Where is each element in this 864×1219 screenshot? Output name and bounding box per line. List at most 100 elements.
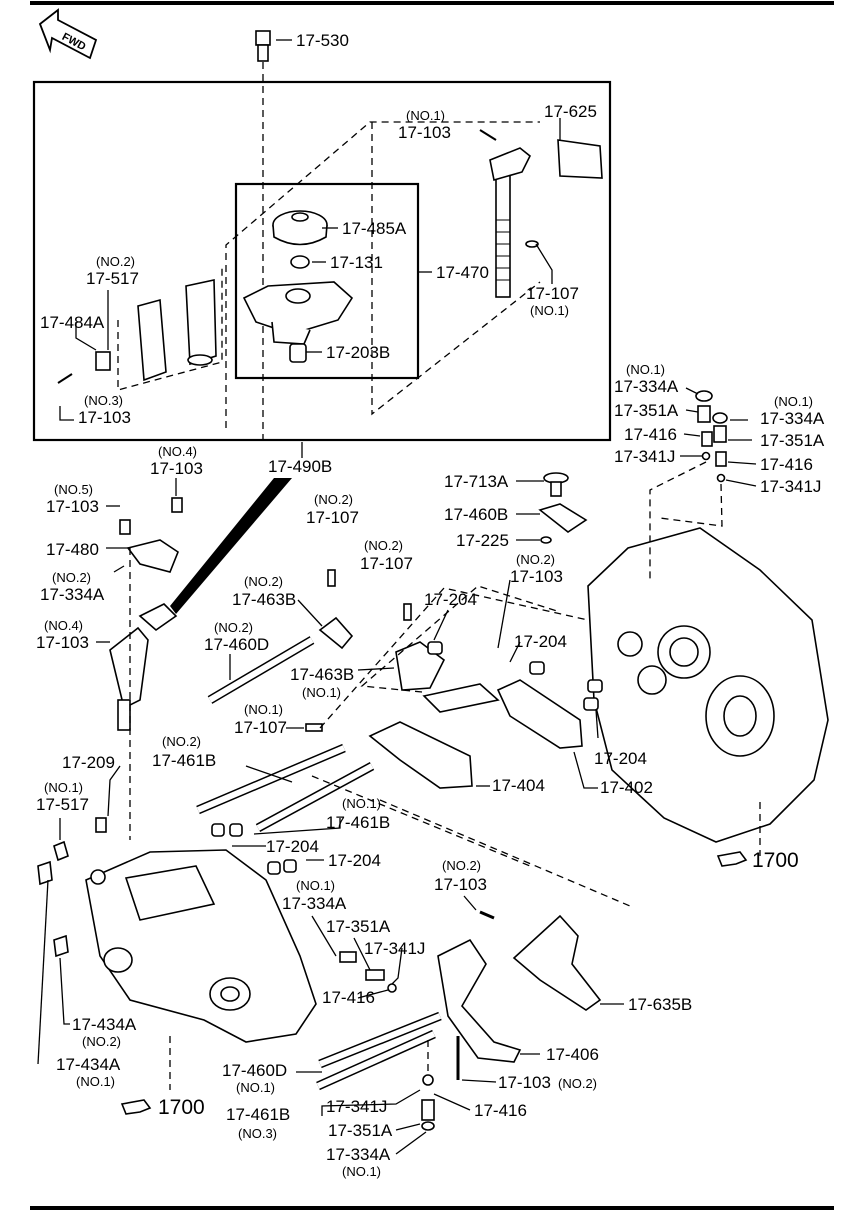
label-17-334a-r2-no: (NO.1)	[774, 394, 813, 409]
label-17-713a: 17-713A	[444, 472, 509, 491]
shift-fork-17-635b	[316, 910, 602, 1131]
label-17-334a-r1-no: (NO.1)	[626, 362, 665, 377]
ring-17-131	[290, 255, 310, 269]
pointing-hand-icon	[716, 851, 748, 867]
label-17-204-e: 17-204	[328, 851, 381, 870]
pointer-wedge-17-490b	[170, 478, 292, 614]
label-17-463b-no1-no: (NO.1)	[302, 685, 341, 700]
label-17-204-a: 17-204	[424, 590, 477, 609]
fork-17-404	[368, 721, 473, 789]
label-17-635b: 17-635B	[628, 995, 692, 1014]
label-17-341j-r1: 17-341J	[614, 447, 675, 466]
label-17-484a: 17-484A	[40, 313, 105, 332]
shift-lever-rod	[479, 129, 603, 298]
label-17-517-no2: 17-517	[86, 269, 139, 288]
label-17-103-no2-mid: 17-103	[510, 567, 563, 586]
label-17-103-no2-bot-no: (NO.2)	[558, 1076, 597, 1091]
label-17-334a-bot-no: (NO.1)	[342, 1164, 381, 1179]
label-17-434a-no2: 17-434A	[72, 1015, 137, 1034]
label-17-103-no1-top-no: (NO.1)	[406, 108, 445, 123]
label-17-351a-bot: 17-351A	[328, 1121, 393, 1140]
label-17-107-no1: 17-107	[234, 718, 287, 737]
label-17-460d-no1: 17-460D	[222, 1061, 287, 1080]
label-17-434a-no1: 17-434A	[56, 1055, 121, 1074]
selector-assembly-17-484a	[57, 264, 223, 391]
label-17-530: 17-530	[296, 31, 349, 50]
label-17-461b-no1: 17-461B	[326, 813, 390, 832]
label-17-351a-r1: 17-351A	[614, 401, 679, 420]
pointing-hand-icon	[120, 1099, 152, 1115]
label-17-107-no2b-no: (NO.2)	[364, 538, 403, 553]
label-17-416-r2: 17-416	[760, 455, 813, 474]
label-17-402: 17-402	[600, 778, 653, 797]
label-17-416-bot: 17-416	[474, 1101, 527, 1120]
label-17-204-b: 17-204	[514, 632, 567, 651]
label-17-416-r1: 17-416	[624, 425, 677, 444]
label-17-406: 17-406	[546, 1045, 599, 1064]
detent-parts-right	[649, 390, 728, 582]
label-17-103-no2-low-no: (NO.2)	[442, 858, 481, 873]
label-17-103-no4: 17-103	[150, 459, 203, 478]
label-1700-right: 1700	[752, 849, 799, 872]
label-17-351a-r2: 17-351A	[760, 431, 825, 450]
label-17-461b-no1-no: (NO.1)	[342, 796, 381, 811]
label-17-341j-mid: 17-341J	[364, 939, 425, 958]
label-17-463b-no1: 17-463B	[290, 665, 354, 684]
label-17-434a-no1-no: (NO.1)	[76, 1074, 115, 1089]
pin-17-107-no1	[525, 240, 539, 248]
label-17-103-no2-low: 17-103	[434, 875, 487, 894]
label-17-460d-no2: 17-460D	[204, 635, 269, 654]
label-17-103-no1-top: 17-103	[398, 123, 451, 142]
boot-17-485a	[272, 210, 328, 246]
label-17-461b-no3-no: (NO.3)	[238, 1126, 277, 1141]
label-17-460b: 17-460B	[444, 505, 508, 524]
label-17-480: 17-480	[46, 540, 99, 559]
label-17-103-no4-no: (NO.4)	[158, 444, 197, 459]
fwd-arrow-icon: FWD	[38, 8, 98, 60]
label-17-107-no2: 17-107	[306, 508, 359, 527]
label-17-103-no3-no: (NO.3)	[84, 393, 123, 408]
drain-plugs-17-434a	[37, 840, 69, 958]
label-17-103-no4b: 17-103	[36, 633, 89, 652]
cover-subassembly-frame	[234, 182, 420, 380]
label-17-460d-no2-no: (NO.2)	[214, 620, 253, 635]
shift-rods-and-forks	[95, 497, 631, 907]
transmission-case-left	[85, 849, 317, 1090]
label-17-341j-r2: 17-341J	[760, 477, 821, 496]
label-17-434a-no2-no: (NO.2)	[82, 1034, 121, 1049]
label-17-485a: 17-485A	[342, 219, 407, 238]
label-17-625: 17-625	[544, 102, 597, 121]
shift-lever-assembly-frame	[32, 80, 612, 442]
label-17-461b-no2-no: (NO.2)	[162, 734, 201, 749]
label-17-107-top-no: (NO.1)	[530, 303, 569, 318]
label-17-404: 17-404	[492, 776, 545, 795]
label-17-103-no3: 17-103	[78, 408, 131, 427]
callout-labels: 17-530 17-625 (NO.1) 17-103 17-485A 17-1…	[36, 31, 825, 1179]
label-17-103-no2-mid-no: (NO.2)	[516, 552, 555, 567]
label-17-470: 17-470	[436, 263, 489, 282]
label-17-517-no2-no: (NO.2)	[96, 254, 135, 269]
label-17-351a-mid: 17-351A	[326, 917, 391, 936]
label-17-203b: 17-203B	[326, 343, 390, 362]
label-1700-left: 1700	[158, 1096, 205, 1119]
leader-lines	[37, 39, 757, 1155]
label-17-107-no2-no: (NO.2)	[314, 492, 353, 507]
label-17-107-no2b: 17-107	[360, 554, 413, 573]
label-17-103-no4b-no: (NO.4)	[44, 618, 83, 633]
label-17-461b-no2: 17-461B	[152, 751, 216, 770]
label-17-463b-no2: 17-463B	[232, 590, 296, 609]
label-17-131: 17-131	[330, 253, 383, 272]
label-17-334a-mid: 17-334A	[282, 894, 347, 913]
label-17-334a-r2: 17-334A	[760, 409, 825, 428]
label-17-209: 17-209	[62, 753, 115, 772]
label-17-334a-bot: 17-334A	[326, 1145, 391, 1164]
label-17-103-no2-bot: 17-103	[498, 1073, 551, 1092]
label-17-490b: 17-490B	[268, 457, 332, 476]
plug-17-530	[255, 30, 271, 440]
label-17-103-no5: 17-103	[46, 497, 99, 516]
bracket-17-625	[557, 139, 603, 179]
stopper-parts	[538, 472, 588, 544]
label-17-107-no1-no: (NO.1)	[244, 702, 283, 717]
